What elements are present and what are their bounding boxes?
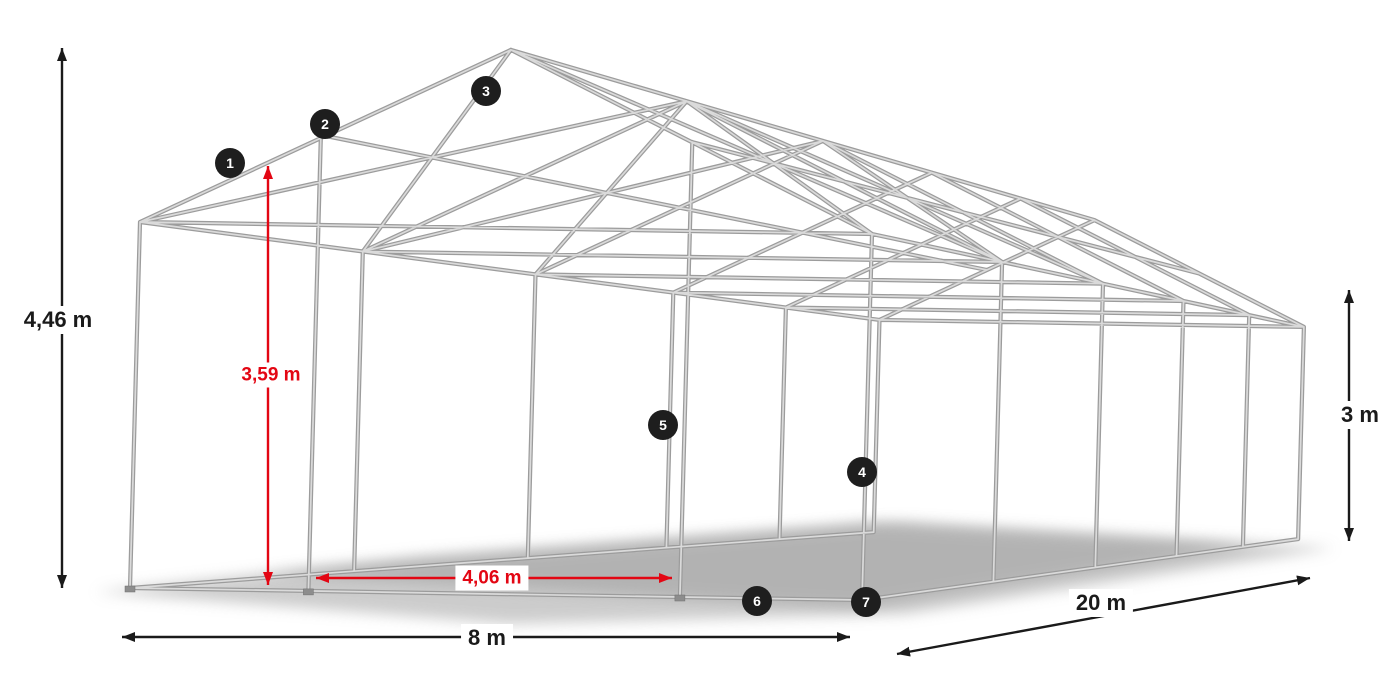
dim-label-width: 8 m	[461, 624, 513, 652]
marker-7[interactable]: 7	[851, 587, 881, 617]
tent-frame-tubes	[127, 47, 1306, 603]
base-plate	[303, 588, 314, 596]
dim-label-length: 20 m	[1068, 589, 1134, 617]
marker-5[interactable]: 5	[648, 410, 678, 440]
marker-4[interactable]: 4	[847, 457, 877, 487]
dim-label-side-height: 3 m	[1334, 401, 1386, 429]
dim-label-total-height: 4,46 m	[16, 306, 100, 334]
base-plate	[124, 585, 136, 593]
dim-label-clear-width: 4,06 m	[455, 565, 529, 591]
marker-6[interactable]: 6	[742, 586, 772, 616]
tent-frame-wireframe	[124, 47, 1306, 605]
marker-1[interactable]: 1	[215, 148, 245, 178]
tent-frame-tubes	[129, 49, 1305, 601]
marker-3[interactable]: 3	[471, 76, 501, 106]
base-plate	[674, 594, 686, 602]
marker-2[interactable]: 2	[310, 109, 340, 139]
dim-label-clear-height: 3,59 m	[234, 362, 308, 388]
